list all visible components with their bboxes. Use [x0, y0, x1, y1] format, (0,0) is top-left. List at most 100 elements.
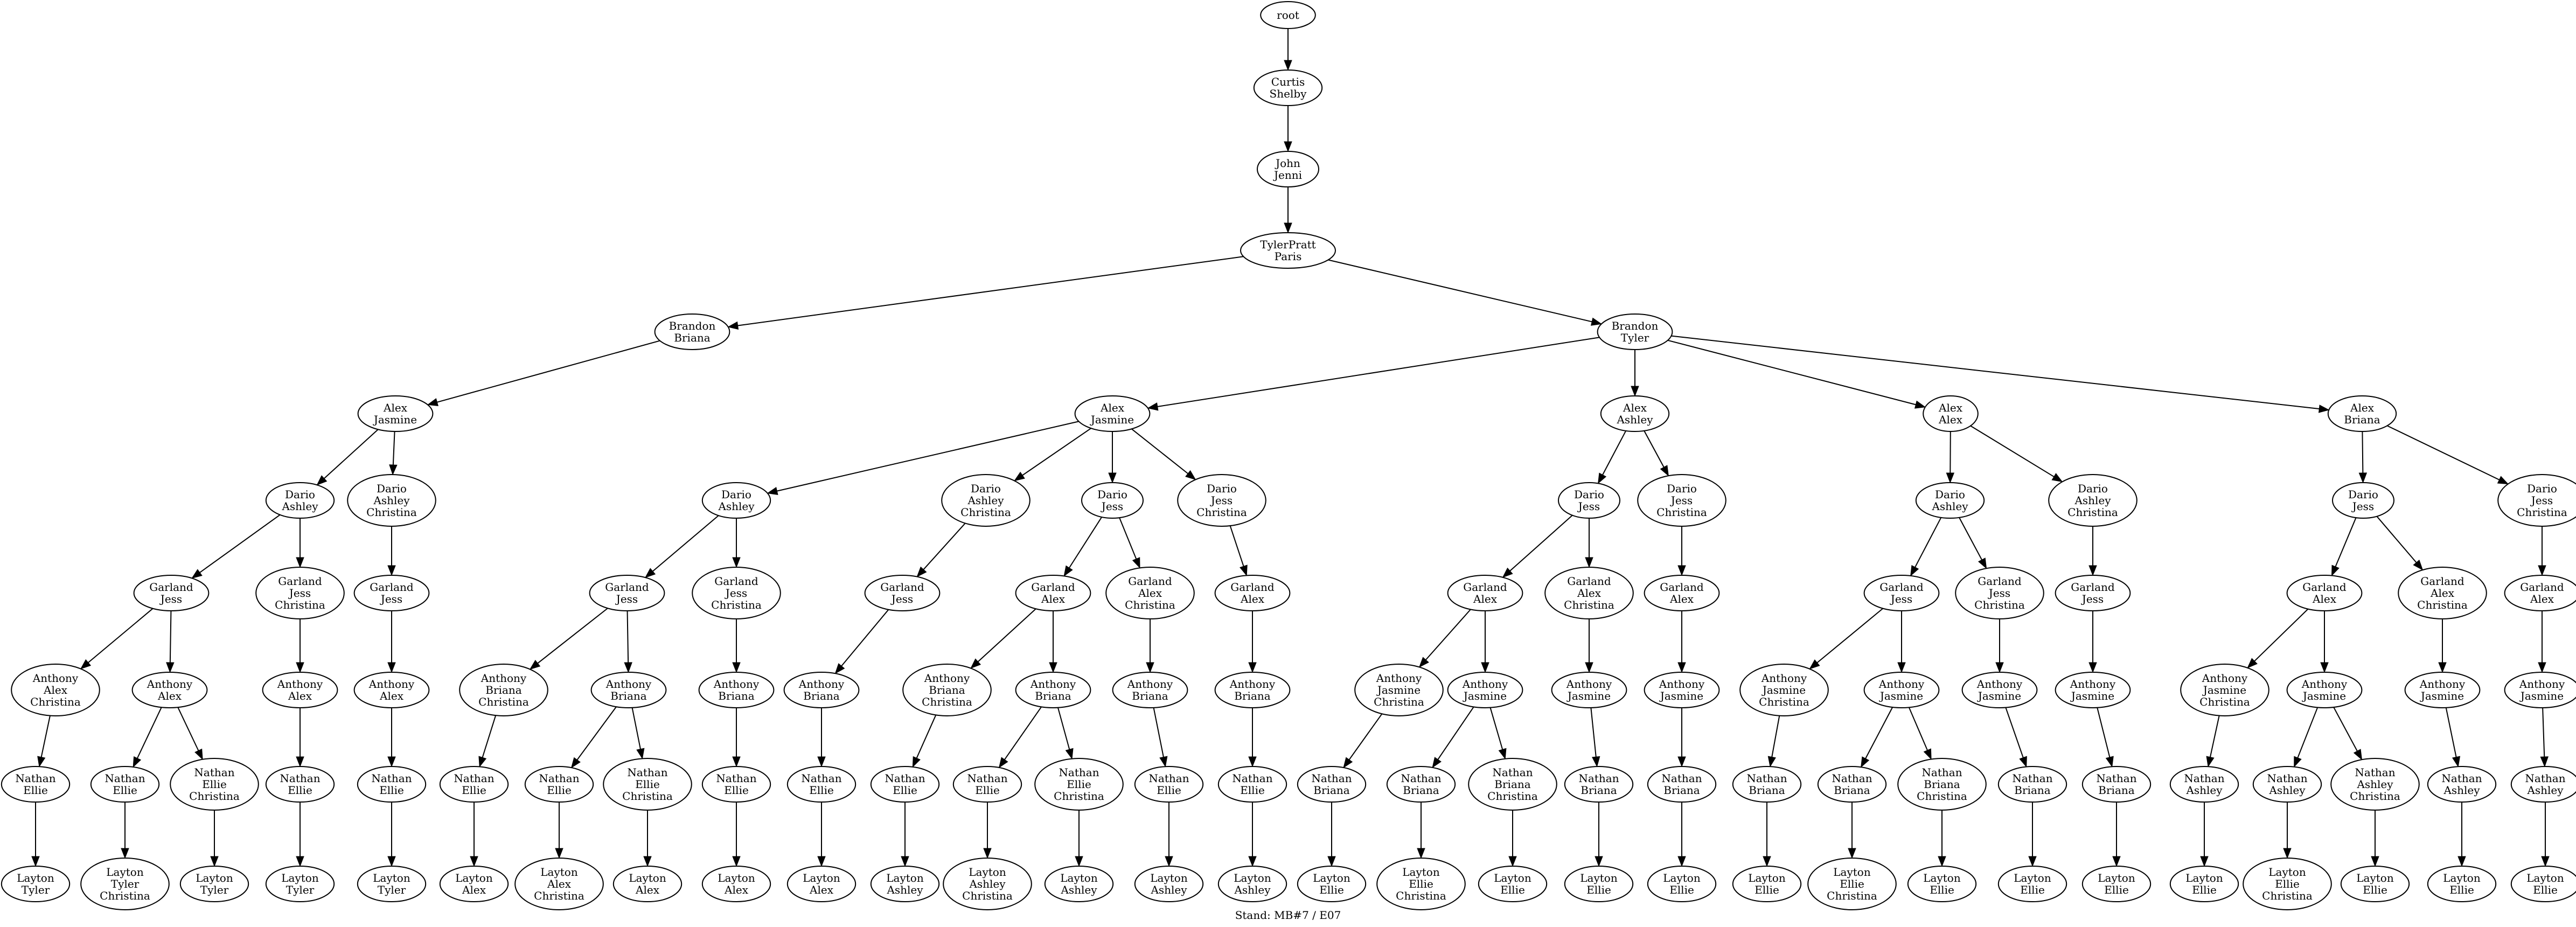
node-label-line: Christina — [1396, 889, 1446, 902]
node-label-line: Garland — [2420, 575, 2464, 588]
edge-line — [631, 707, 641, 749]
arrowhead — [2452, 756, 2461, 768]
node-label-line: Ellie — [635, 778, 660, 791]
node-ellipse — [1732, 766, 1802, 803]
edge-n76-n106 — [983, 802, 992, 859]
node-ellipse — [2510, 866, 2576, 902]
node-ellipse — [2081, 866, 2152, 902]
node-label-line: Ashley — [281, 500, 318, 513]
node-label-line: Nathan — [2355, 766, 2395, 779]
edge-n32-n54 — [1481, 611, 1489, 673]
edge-n7-n13 — [767, 421, 1079, 496]
node-ellipse — [1807, 858, 1897, 910]
edge-n87-n117 — [1938, 810, 1946, 867]
node-label-line: Nathan — [15, 772, 55, 785]
node-label-line: Christina — [2262, 889, 2313, 902]
node-ellipse — [262, 672, 338, 708]
node-label-line: Alex — [1938, 413, 1963, 426]
node-label-line: Ellie — [2363, 883, 2387, 896]
node-ellipse — [941, 474, 1031, 527]
node-ellipse — [255, 567, 345, 619]
edge-line — [2209, 715, 2220, 757]
node-label-line: Layton — [1060, 872, 1098, 884]
arrowhead — [2206, 756, 2215, 768]
node-label-line: Alex — [547, 877, 572, 890]
edge-n17-n33 — [1585, 518, 1593, 568]
node-label-line: Ashley — [967, 494, 1004, 507]
node-label-line: Ashley — [2443, 784, 2480, 797]
node-label-line: Garland — [278, 575, 322, 588]
node-ellipse — [1597, 313, 1673, 350]
edge-line — [576, 706, 617, 761]
edge-n41-n65 — [37, 715, 51, 768]
node-label-line: Christina — [1827, 889, 1877, 902]
node-ellipse — [1644, 575, 1720, 611]
arrowhead — [2051, 473, 2063, 483]
edge-line — [1970, 425, 2055, 477]
node-label-line: Jess — [1210, 494, 1233, 507]
edge-n62-n92 — [2333, 707, 2363, 761]
node-label-line: Nathan — [2267, 772, 2307, 785]
edge-n14-n28 — [916, 522, 966, 577]
node-ellipse — [265, 866, 335, 902]
node-label-line: Garland — [1879, 581, 1924, 594]
node-label-line: Jess — [288, 587, 311, 600]
node-label-line: Anthony — [713, 678, 760, 691]
edge-n29-n49 — [970, 608, 1036, 669]
node-label-line: Christina — [1196, 506, 1247, 519]
arrowhead — [732, 756, 741, 768]
node-label-line: Ellie — [1586, 883, 1611, 896]
node-label-line: Christina — [30, 695, 81, 708]
edge-n7-n16 — [1131, 428, 1196, 480]
node-label-line: Jasmine — [1977, 689, 2021, 702]
edge-n42-n67 — [177, 707, 203, 761]
node-label-line: Briana — [1924, 778, 1960, 791]
edge-n10-n22 — [2387, 425, 2509, 485]
node-label-line: Nathan — [2525, 772, 2565, 785]
node-ellipse — [1297, 766, 1367, 803]
edge-n67-n97 — [210, 810, 219, 867]
node-label-line: Dario — [1935, 488, 1965, 501]
edge-n92-n122 — [2371, 810, 2379, 867]
node-ellipse — [864, 575, 941, 611]
node-ellipse — [1897, 758, 1987, 811]
arrowhead — [2019, 756, 2027, 768]
node-ellipse — [459, 664, 548, 716]
node-label-line: Alex — [1623, 401, 1647, 414]
node-label-line: Ashley — [718, 500, 755, 513]
arrowhead — [2353, 749, 2363, 761]
arrowhead — [121, 848, 129, 859]
edge-n62-n91 — [2294, 707, 2319, 768]
node-label-line: Nathan — [1832, 772, 1872, 785]
node-label-line: Ellie — [1930, 883, 1954, 896]
node-ellipse — [701, 866, 771, 902]
node-label-line: Layton — [2268, 866, 2306, 879]
edge-line — [1908, 707, 1928, 751]
edge-n31-n52 — [1248, 611, 1257, 673]
edge-n61-n90 — [2206, 715, 2220, 768]
edge-n86-n116 — [1848, 802, 1856, 859]
arrowhead — [2538, 565, 2546, 576]
